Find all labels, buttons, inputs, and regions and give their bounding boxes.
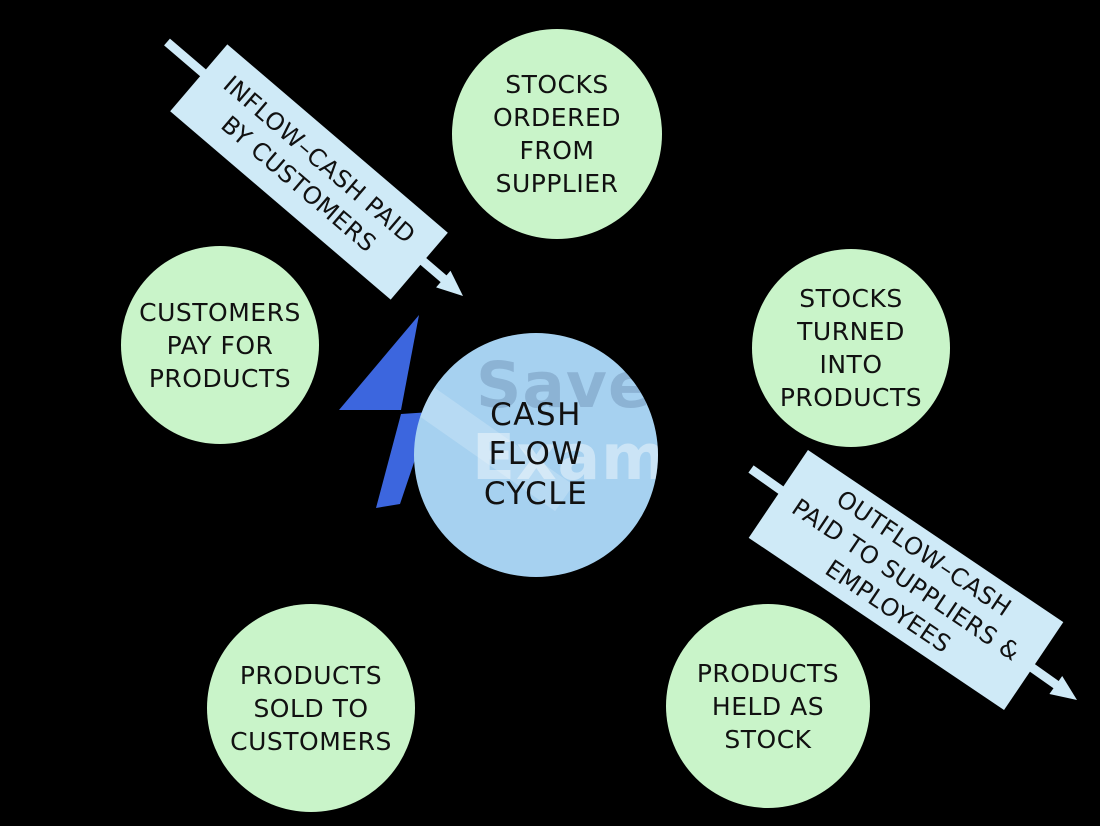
node-label-line: INTO bbox=[819, 350, 883, 379]
node-products-sold-to-customers: PRODUCTS SOLD TO CUSTOMERS bbox=[207, 604, 415, 812]
node-label: PRODUCTS SOLD TO CUSTOMERS bbox=[230, 659, 392, 758]
node-label-line: PRODUCTS bbox=[696, 658, 840, 688]
node-stocks-ordered-from-supplier: STOCKS ORDERED FROM SUPPLIER bbox=[452, 29, 662, 239]
node-label: STOCKS TURNED INTO PRODUCTS bbox=[780, 282, 922, 414]
node-label-line: PRODUCTS bbox=[239, 660, 383, 690]
node-label-line: SUPPLIER bbox=[495, 169, 619, 198]
center-node-cash-flow-cycle: Save Exam CASH FLOW CYCLE bbox=[414, 333, 658, 577]
node-stocks-turned-into-products: STOCKS TURNED INTO PRODUCTS bbox=[752, 249, 950, 447]
node-label-line: STOCKS bbox=[799, 284, 903, 313]
node-label-line: PRODUCTS bbox=[148, 363, 292, 393]
node-label-line: ORDERED bbox=[492, 103, 621, 132]
node-products-held-as-stock: PRODUCTS HELD AS STOCK bbox=[666, 604, 870, 808]
center-node-label: CASH FLOW CYCLE bbox=[484, 396, 588, 513]
node-label-line: PRODUCTS bbox=[779, 383, 923, 412]
node-label-line: SOLD TO bbox=[253, 693, 369, 723]
node-label-line: PAY FOR bbox=[166, 330, 274, 360]
center-label-line: CYCLE bbox=[483, 475, 589, 512]
node-label: STOCKS ORDERED FROM SUPPLIER bbox=[493, 68, 621, 200]
node-label: PRODUCTS HELD AS STOCK bbox=[697, 657, 839, 756]
node-label-line: FROM bbox=[519, 136, 595, 165]
node-label-line: CUSTOMERS bbox=[139, 297, 301, 327]
watermark-save-text: Save bbox=[476, 349, 652, 422]
node-customers-pay-for-products: CUSTOMERS PAY FOR PRODUCTS bbox=[121, 246, 319, 444]
node-label-line: STOCK bbox=[724, 724, 812, 754]
node-label-line: HELD AS bbox=[711, 691, 825, 721]
center-label-line: FLOW bbox=[488, 436, 584, 473]
node-label-line: CUSTOMERS bbox=[230, 726, 392, 756]
node-label: CUSTOMERS PAY FOR PRODUCTS bbox=[139, 296, 301, 395]
node-label-line: TURNED bbox=[797, 317, 905, 346]
center-label-line: CASH bbox=[490, 397, 582, 434]
watermark-exams-text: Exam bbox=[472, 421, 658, 494]
node-label-line: STOCKS bbox=[505, 70, 609, 99]
